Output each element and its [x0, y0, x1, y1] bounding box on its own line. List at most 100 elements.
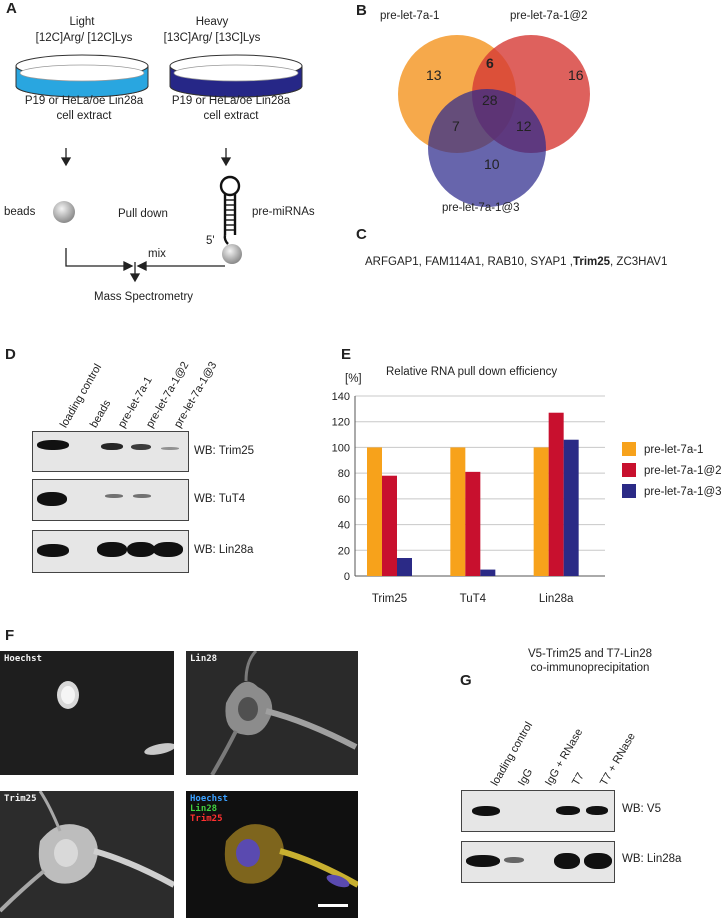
- bar-lin28a-series-2: [548, 412, 564, 576]
- legend-label: pre-let-7a-1: [644, 444, 703, 456]
- y-tick-label: 40: [338, 520, 350, 532]
- coip-title-line2: co-immunoprecipitation: [530, 662, 650, 674]
- down-arrow-icon: [60, 148, 232, 167]
- venn-count-23: 12: [516, 118, 532, 134]
- light-title: Light: [69, 16, 95, 28]
- venn-set2-label: pre-let-7a-1@2: [510, 10, 588, 22]
- mass-spec-label: Mass Spectrometry: [94, 291, 194, 303]
- heavy-extract-line1: P19 or HeLa/oe Lin28a: [171, 95, 291, 107]
- chart-title: Relative RNA pull down efficiency: [386, 366, 558, 378]
- legend-label: pre-let-7a-1@2: [644, 465, 722, 477]
- pulldown-label: Pull down: [118, 208, 168, 220]
- legend-swatch: [622, 442, 636, 456]
- venn-set3-label: pre-let-7a-1@3: [442, 202, 520, 214]
- y-tick-label: 80: [338, 468, 350, 480]
- bar-tut4-series-3: [480, 569, 496, 576]
- venn-circle-3: [428, 89, 546, 207]
- micrograph-label: Lin28: [190, 654, 218, 664]
- venn-count-123: 28: [482, 92, 498, 108]
- western-blot-tut4: [32, 479, 189, 521]
- merge-label-trim25: Trim25: [190, 814, 223, 824]
- premirnas-label: pre-miRNAs: [252, 206, 315, 218]
- y-tick-label: 60: [338, 494, 350, 506]
- panel-f-label: F: [5, 627, 15, 644]
- venn-count-only3: 10: [484, 156, 500, 172]
- five-prime-label: 5': [206, 235, 215, 247]
- panel-d-label: D: [5, 346, 16, 363]
- venn-count-only1: 13: [426, 67, 442, 83]
- lane-label: beads: [88, 398, 114, 430]
- micrograph-label: Hoechst: [4, 654, 42, 664]
- panel-g-label: G: [460, 672, 472, 689]
- coip-title-line1: V5-Trim25 and T7-Lin28: [527, 648, 652, 660]
- bar-lin28a-series-3: [563, 439, 579, 576]
- gene-list: ARFGAP1, FAM114A1, RAB10, SYAP1 ,: [365, 256, 573, 268]
- y-tick-label: 120: [332, 417, 350, 429]
- x-tick-label: Trim25: [372, 593, 407, 605]
- mix-label: mix: [148, 248, 166, 260]
- bar-trim25-series-2: [382, 475, 397, 576]
- heavy-extract-line2: cell extract: [203, 110, 259, 122]
- western-blot-v5: [461, 790, 615, 832]
- y-tick-label: 0: [344, 571, 350, 583]
- blot-label: WB: Lin28a: [194, 544, 254, 556]
- western-blot-trim25: [32, 431, 189, 472]
- bar-tut4-series-2: [465, 471, 481, 576]
- bar-trim25-series-3: [397, 558, 412, 576]
- venn-set1-label: pre-let-7a-1: [380, 10, 440, 22]
- bar-trim25-series-1: [367, 447, 382, 576]
- panel-a-diagram: [15, 54, 303, 283]
- legend-swatch: [622, 484, 636, 498]
- y-tick-label: 140: [332, 391, 350, 403]
- venn-count-12: 6: [486, 55, 494, 71]
- venn-count-only2: 16: [568, 67, 584, 83]
- mix-arrows-icon: [65, 248, 225, 283]
- gene-highlight: Trim25: [572, 256, 611, 268]
- merge-label-lin28: Lin28: [190, 804, 218, 814]
- gene-list-tail: , ZC3HAV1: [610, 256, 668, 268]
- blot-label: WB: Trim25: [194, 445, 255, 457]
- x-tick-label: Lin28a: [539, 593, 574, 605]
- lane-label: T7: [570, 770, 587, 788]
- bead-icon: [53, 201, 75, 223]
- y-tick-label: 100: [332, 442, 350, 454]
- blot-label: WB: Lin28a: [622, 853, 682, 865]
- hairpin-rna-icon: [219, 175, 241, 245]
- micrograph-merge: Hoechst Lin28 Trim25: [186, 791, 358, 918]
- micrograph-lin28: Lin28: [186, 651, 358, 775]
- lane-label: T7 + RNase: [598, 730, 638, 788]
- legend-swatch: [622, 463, 636, 477]
- heavy-labeling: [13C]Arg/ [13C]Lys: [163, 32, 261, 44]
- y-tick-label: 20: [338, 545, 350, 557]
- micrograph-label: Trim25: [4, 794, 37, 804]
- panel-e-label: E: [341, 346, 352, 363]
- lane-label: IgG: [516, 766, 536, 788]
- western-blot-lin28a: [32, 530, 189, 573]
- legend-label: pre-let-7a-1@3: [644, 486, 722, 498]
- heavy-dish-icon: [169, 54, 303, 98]
- merge-label-hoechst: Hoechst: [190, 794, 228, 804]
- x-tick-label: TuT4: [460, 593, 487, 605]
- light-extract-line2: cell extract: [56, 110, 112, 122]
- panel-a-label: A: [6, 0, 17, 17]
- micrograph-hoechst: Hoechst: [0, 651, 174, 775]
- western-blot-lin28a-g: [461, 841, 615, 883]
- bead-icon: [222, 244, 242, 264]
- heavy-title: Heavy: [195, 16, 229, 28]
- micrograph-trim25: Trim25: [0, 791, 174, 918]
- light-labeling: [12C]Arg/ [12C]Lys: [35, 32, 133, 44]
- panel-c-label: C: [356, 226, 367, 243]
- blot-label: WB: V5: [622, 803, 661, 815]
- light-dish-icon: [15, 54, 149, 98]
- bar-lin28a-series-1: [533, 447, 549, 576]
- venn-diagram: [398, 35, 590, 207]
- venn-count-13: 7: [452, 118, 460, 134]
- panel-b-label: B: [356, 2, 367, 19]
- blot-label: WB: TuT4: [194, 493, 246, 505]
- scale-bar: [318, 904, 348, 907]
- beads-label: beads: [4, 206, 36, 218]
- y-axis-label: [%]: [345, 373, 362, 385]
- bar-tut4-series-1: [450, 447, 466, 576]
- light-extract-line1: P19 or HeLa/oe Lin28a: [24, 95, 144, 107]
